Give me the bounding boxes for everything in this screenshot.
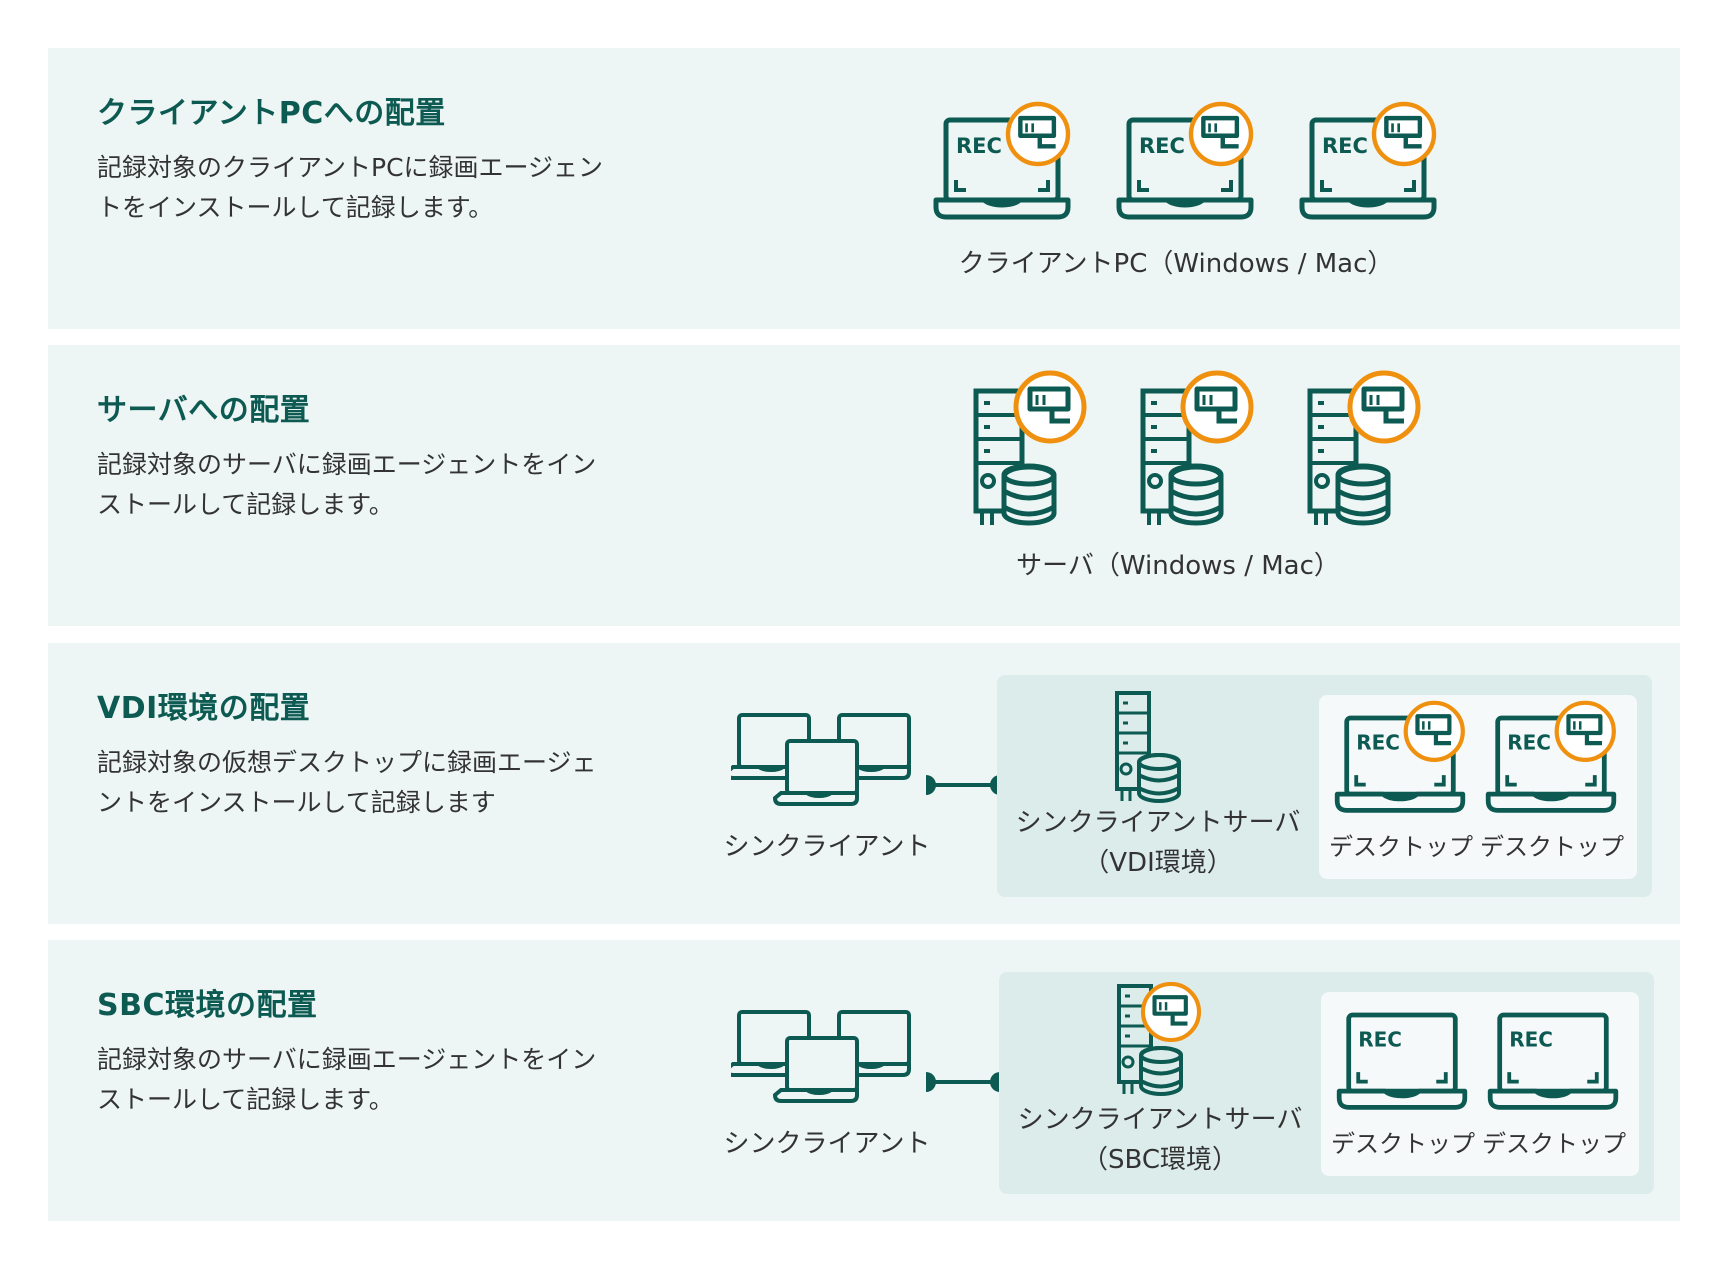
- description-line: トをインストールして記録します。: [97, 193, 494, 222]
- rec-label: REC: [1358, 1027, 1402, 1051]
- server-label-line: シンクライアントサーバ: [1017, 1105, 1303, 1135]
- desktop-label: デスクトップ: [1482, 1130, 1626, 1158]
- thin-client-group: [724, 1008, 921, 1108]
- thin-client-icon: [724, 1010, 911, 1103]
- description-line: ントをインストールして記録します: [97, 788, 496, 817]
- section-title: VDI環境の配置: [97, 691, 311, 726]
- laptop-device: REC: [932, 100, 1072, 224]
- camera-badge-icon: [1403, 700, 1465, 763]
- laptop-icon: REC: [933, 101, 1071, 220]
- section-vdi: VDI環境の配置 記録対象の仮想デスクトップに録画エージェ ントをインストールし…: [48, 643, 1680, 924]
- description-line: 記録対象のクライアントPCに録画エージェン: [97, 153, 604, 182]
- server-device: [1304, 369, 1428, 531]
- thin-client-icon: [724, 713, 911, 806]
- camera-badge-icon: [1140, 981, 1202, 1043]
- server-label-line: （SBC環境）: [1081, 1145, 1239, 1175]
- section-title: サーバへの配置: [97, 393, 311, 428]
- server-icon: [973, 370, 1087, 526]
- camera-badge-icon: [1371, 101, 1437, 167]
- rec-label: REC: [1322, 134, 1368, 158]
- server-icon: [1115, 691, 1181, 803]
- laptop-icon: REC: [1299, 101, 1437, 220]
- thin-client-label: シンクライアント: [723, 832, 931, 862]
- database-icon: [1168, 463, 1224, 526]
- section-sbc: SBC環境の配置 記録対象のサーバに録画エージェントをイン ストールして記録しま…: [48, 940, 1680, 1221]
- device-label: クライアントPC（Windows / Mac）: [958, 249, 1394, 279]
- laptop-device: REC: [1115, 100, 1255, 224]
- database-icon: [1001, 463, 1057, 526]
- database-icon: [1137, 753, 1181, 803]
- camera-badge-icon: [1188, 101, 1254, 167]
- camera-badge-icon: [1347, 370, 1421, 444]
- section-description: 記録対象のサーバに録画エージェントをイン ストールして記録します。: [97, 445, 596, 525]
- rec-label: REC: [1356, 730, 1400, 754]
- server-icon: [1117, 981, 1202, 1096]
- database-icon: [1139, 1046, 1183, 1096]
- camera-badge-icon: [1013, 370, 1087, 444]
- server-icon: [1140, 370, 1254, 526]
- desktop-label: デスクトップ: [1329, 833, 1473, 861]
- description-line: 記録対象のサーバに録画エージェントをイン: [97, 1045, 597, 1074]
- connector-line: [926, 775, 1000, 795]
- laptop-device: REC: [1298, 100, 1438, 224]
- server-environment-box: シンクライアントサーバ （SBC環境） REC REC デスクトップ デスクトッ…: [999, 972, 1654, 1194]
- laptop-icon: REC: [1487, 1012, 1619, 1110]
- description-line: ストールして記録します。: [97, 1085, 394, 1114]
- desktop-label: デスクトップ: [1331, 1130, 1475, 1158]
- laptop-icon: REC: [1336, 1012, 1468, 1110]
- laptop-icon: REC: [1334, 700, 1466, 813]
- desktop-box: REC REC デスクトップ デスクトップ: [1319, 695, 1637, 879]
- section-title: クライアントPCへの配置: [97, 96, 446, 131]
- desktop-box: REC REC デスクトップ デスクトップ: [1321, 992, 1639, 1176]
- section-title: SBC環境の配置: [97, 988, 318, 1023]
- device-label: サーバ（Windows / Mac）: [1016, 551, 1340, 581]
- server-label-line: （VDI環境）: [1083, 848, 1233, 878]
- section-server: サーバへの配置 記録対象のサーバに録画エージェントをイン ストールして記録します…: [48, 345, 1680, 626]
- description-line: 記録対象のサーバに録画エージェントをイン: [97, 450, 597, 479]
- section-description: 記録対象のサーバに録画エージェントをイン ストールして記録します。: [97, 1040, 596, 1120]
- rec-label: REC: [1139, 134, 1185, 158]
- thin-client-group: [724, 711, 921, 811]
- database-icon: [1335, 463, 1391, 526]
- desktop-device: REC: [1335, 996, 1469, 1114]
- connector-line: [926, 1072, 1000, 1092]
- description-line: 記録対象の仮想デスクトップに録画エージェ: [97, 748, 597, 777]
- server-icon: [1307, 370, 1421, 526]
- rec-label: REC: [956, 134, 1002, 158]
- server-label: シンクライアントサーバ （SBC環境）: [1018, 1100, 1303, 1180]
- server-device: [970, 369, 1094, 531]
- camera-badge-icon: [1554, 700, 1616, 763]
- rec-label: REC: [1507, 730, 1551, 754]
- server-label: シンクライアントサーバ （VDI環境）: [1016, 803, 1301, 883]
- laptop-icon: REC: [1485, 700, 1617, 813]
- desktop-device: REC: [1333, 699, 1467, 817]
- server-device: [1137, 369, 1261, 531]
- section-description: 記録対象のクライアントPCに録画エージェン トをインストールして記録します。: [97, 148, 603, 228]
- server-environment-box: シンクライアントサーバ （VDI環境） REC REC デスクトップ デスクトッ…: [997, 675, 1652, 897]
- server-label-line: シンクライアントサーバ: [1015, 808, 1301, 838]
- desktop-device: REC: [1486, 996, 1620, 1114]
- rec-label: REC: [1509, 1027, 1553, 1051]
- camera-badge-icon: [1180, 370, 1254, 444]
- camera-badge-icon: [1005, 101, 1071, 167]
- thin-client-label: シンクライアント: [723, 1129, 931, 1159]
- laptop-icon: REC: [1116, 101, 1254, 220]
- section-client-pc: クライアントPCへの配置 記録対象のクライアントPCに録画エージェン トをインス…: [48, 48, 1680, 329]
- desktop-device: REC: [1484, 699, 1618, 817]
- description-line: ストールして記録します。: [97, 490, 394, 519]
- section-description: 記録対象の仮想デスクトップに録画エージェ ントをインストールして記録します: [97, 743, 597, 823]
- desktop-label: デスクトップ: [1480, 833, 1624, 861]
